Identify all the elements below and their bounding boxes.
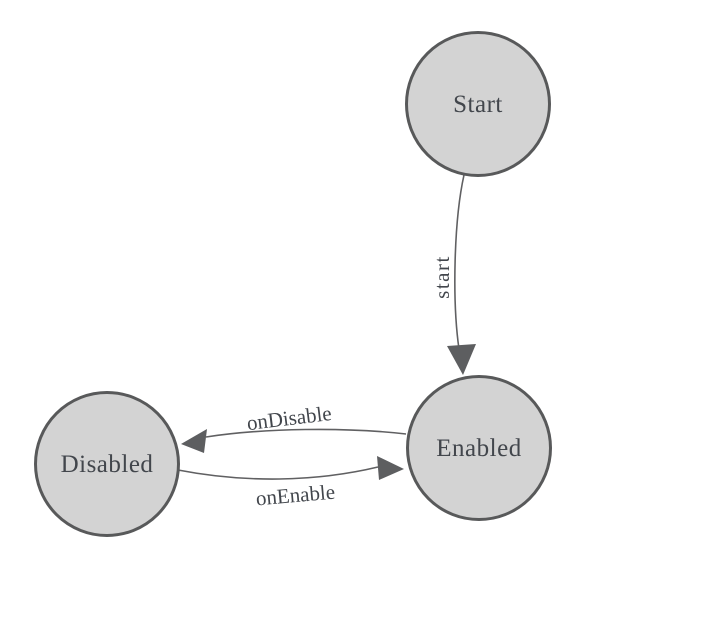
node-disabled-circle [34, 391, 180, 537]
edge-enabled-to-disabled-line [205, 428, 407, 438]
edge-enabled-to-disabled: onDisable [181, 401, 407, 453]
node-enabled-circle [406, 375, 552, 521]
edge-disabled-to-enabled-line [177, 466, 379, 480]
edge-start-to-enabled-line [454, 174, 465, 350]
node-start-label: Start [453, 91, 503, 118]
node-enabled: Enabled [406, 375, 552, 521]
edge-disabled-to-enabled: onEnable [177, 456, 404, 511]
edge-start-to-enabled: start [430, 174, 476, 375]
node-enabled-label: Enabled [436, 435, 521, 462]
arrowhead-into-enabled-from-disabled [377, 456, 404, 480]
edge-label-start: start [430, 255, 454, 299]
node-start: Start [405, 31, 551, 177]
node-disabled-label: Disabled [61, 451, 154, 478]
arrowhead-into-disabled [181, 429, 207, 453]
arrowhead-into-enabled-from-start [447, 344, 476, 375]
node-disabled: Disabled [34, 391, 180, 537]
node-start-circle [405, 31, 551, 177]
edge-label-onenable: onEnable [255, 480, 336, 511]
